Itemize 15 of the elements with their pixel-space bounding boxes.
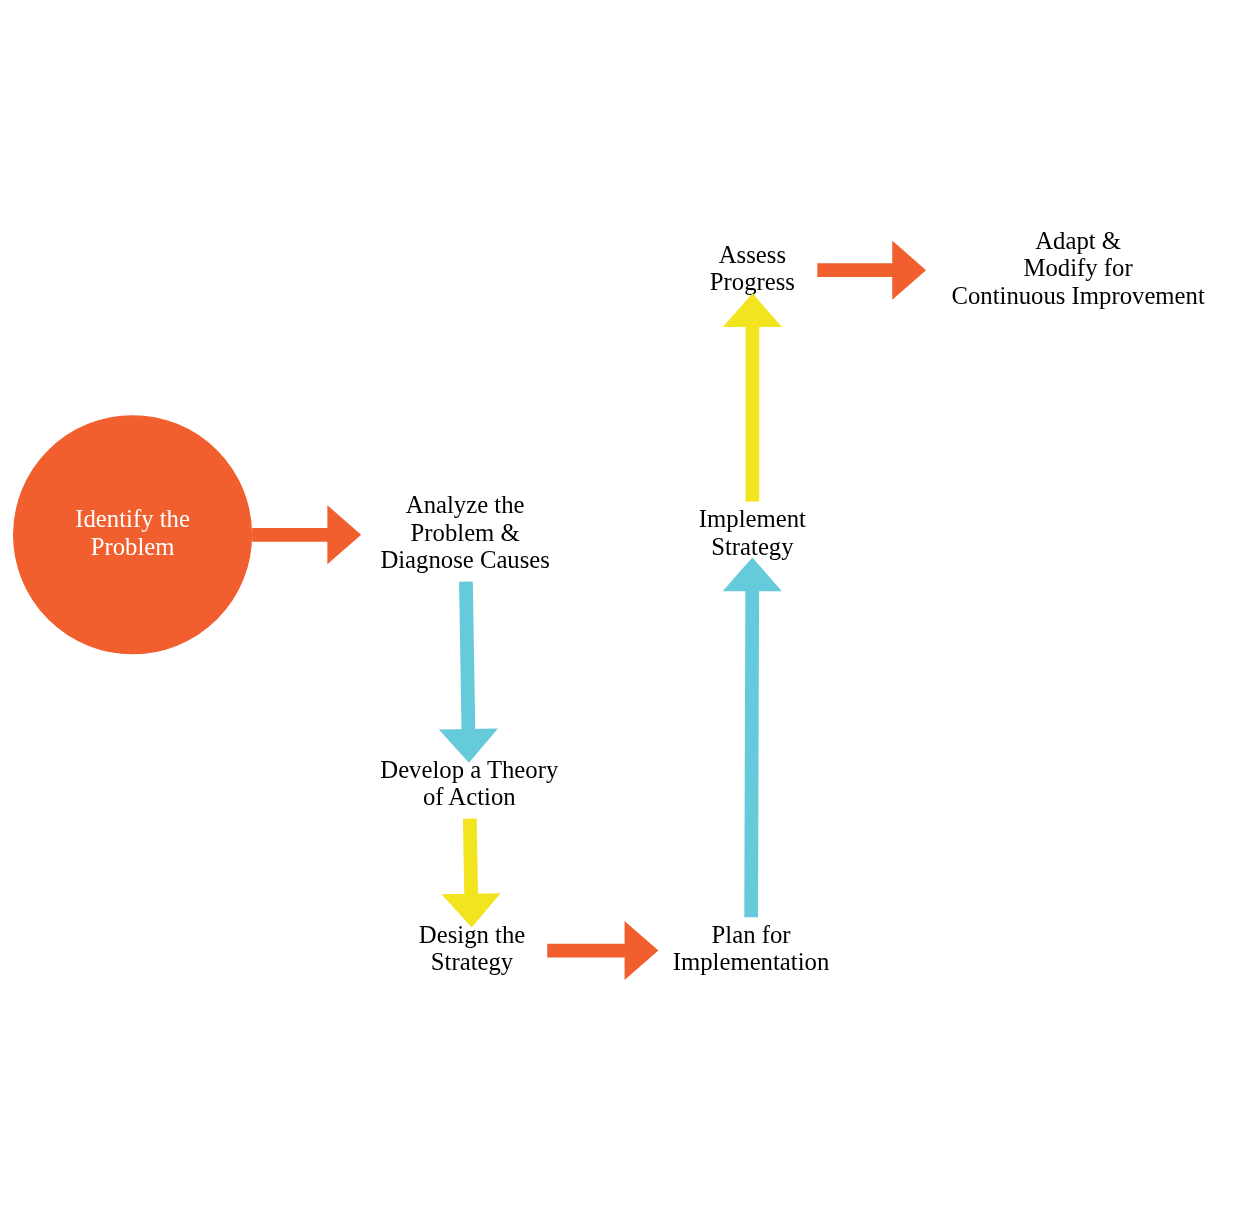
arrow	[817, 240, 927, 300]
node-text: Assess Progress	[709, 240, 795, 295]
arrow	[722, 556, 782, 917]
arrow	[722, 292, 782, 501]
node-text: Plan for Implementation	[672, 920, 830, 975]
arrow	[547, 920, 659, 980]
arrow	[438, 581, 498, 763]
node-text: Implement Strategy	[698, 504, 806, 560]
node-text: Analyze the Problem & Diagnose Causes	[380, 490, 550, 573]
arrow	[441, 818, 501, 927]
node-text: Adapt & Modify for Continuous Improvement	[951, 226, 1205, 309]
node-text: Develop a Theory of Action	[380, 755, 559, 810]
arrow	[252, 504, 362, 564]
node-text: Design the Strategy	[418, 920, 526, 975]
node-circle: Identify the Problem	[13, 414, 253, 654]
